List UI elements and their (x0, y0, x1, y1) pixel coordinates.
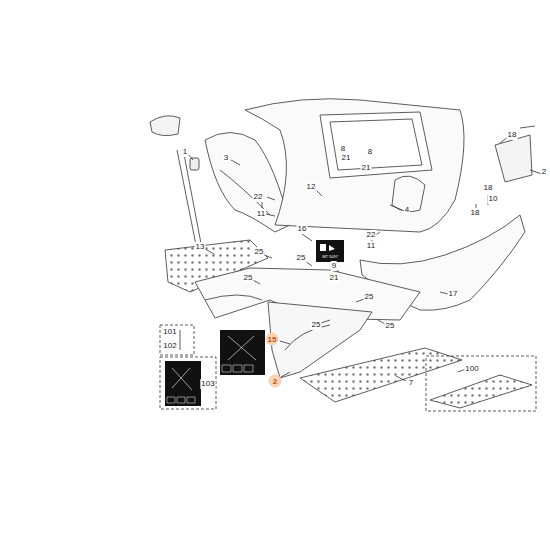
callout-number: 4 (404, 205, 410, 215)
callout-number: 12 (306, 182, 317, 192)
callout-number: 22 (253, 192, 264, 202)
callout-number: 18 (470, 208, 481, 218)
callout-number: 11 (256, 209, 266, 219)
callout-number: 17 (448, 289, 459, 299)
callout-number: 18 (483, 183, 494, 193)
callout-number: 21 (341, 153, 352, 163)
callout-number: 25 (296, 253, 307, 263)
callout-number: 21 (361, 163, 372, 173)
callout-number: 25 (311, 320, 322, 330)
callout-number: 16 (297, 224, 308, 234)
callout-number: 22 (366, 230, 377, 240)
callout-number: 8 (367, 147, 373, 157)
callout-number: 100 (464, 364, 479, 374)
callout-number: 101 (162, 327, 177, 337)
callout-number: 18 (507, 130, 518, 140)
callout-number: 10 (488, 194, 499, 204)
callout-number: 21 (329, 273, 340, 283)
callout-number: 9 (331, 261, 337, 271)
callout-number: 2 (269, 375, 282, 388)
callout-number: 15 (266, 333, 279, 346)
callout-number: 7 (408, 378, 414, 388)
callout-number: 1 (182, 147, 188, 157)
decal-code: MT 5097 (322, 255, 338, 259)
callout-number: 3 (223, 153, 229, 163)
callout-number: 11 (366, 241, 376, 251)
callout-number: 13 (195, 242, 206, 252)
callout-number: 25 (385, 321, 396, 331)
callout-number: 2 (541, 167, 547, 177)
callout-number: 25 (243, 273, 254, 283)
callout-number: 25 (364, 292, 375, 302)
callout-number: 102 (162, 341, 177, 351)
callout-number: 103 (200, 379, 215, 389)
callout-number: 25 (254, 247, 265, 257)
